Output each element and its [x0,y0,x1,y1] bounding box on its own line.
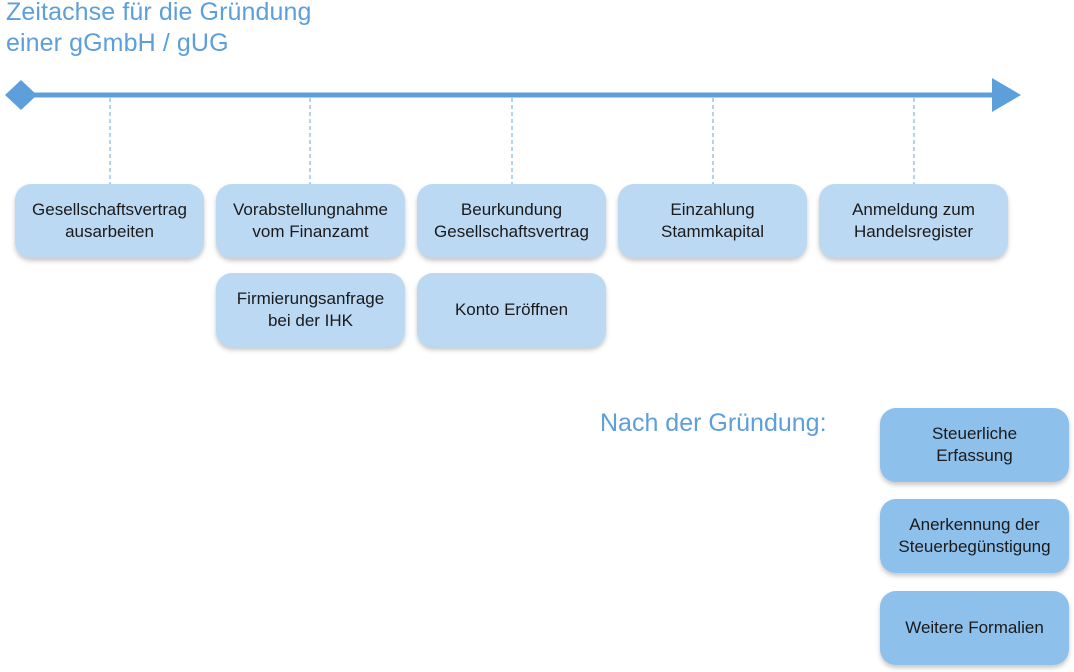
step-firmierungsanfrage-ihk: Firmierungsanfrage bei der IHK [216,273,405,347]
after-founding-label: Nach der Gründung: [600,409,827,437]
step-vorabstellungnahme-finanzamt: Vorabstellungnahme vom Finanzamt [216,184,405,258]
timeline-arrowhead [992,78,1021,112]
diagram-title-line-1: Zeitachse für die Gründung [6,0,312,26]
step-gesellschaftsvertrag-ausarbeiten: Gesellschaftsvertrag ausarbeiten [15,184,204,258]
after-step-weitere-formalien: Weitere Formalien [880,591,1069,665]
timeline [5,78,1021,184]
step-einzahlung-stammkapital: Einzahlung Stammkapital [618,184,807,258]
step-beurkundung-gesellschaftsvertrag: Beurkundung Gesellschaftsvertrag [417,184,606,258]
step-anmeldung-handelsregister: Anmeldung zum Handelsregister [819,184,1008,258]
timeline-start-diamond [5,80,37,110]
diagram-title: Zeitachse für die Gründung einer gGmbH /… [6,0,312,59]
diagram-title-line-2: einer gGmbH / gUG [6,29,229,57]
step-konto-eroeffnen: Konto Eröffnen [417,273,606,347]
after-step-anerkennung-steuerbeguenstigung: Anerkennung der Steuerbegünstigung [880,499,1069,573]
after-step-steuerliche-erfassung: Steuerliche Erfassung [880,408,1069,482]
